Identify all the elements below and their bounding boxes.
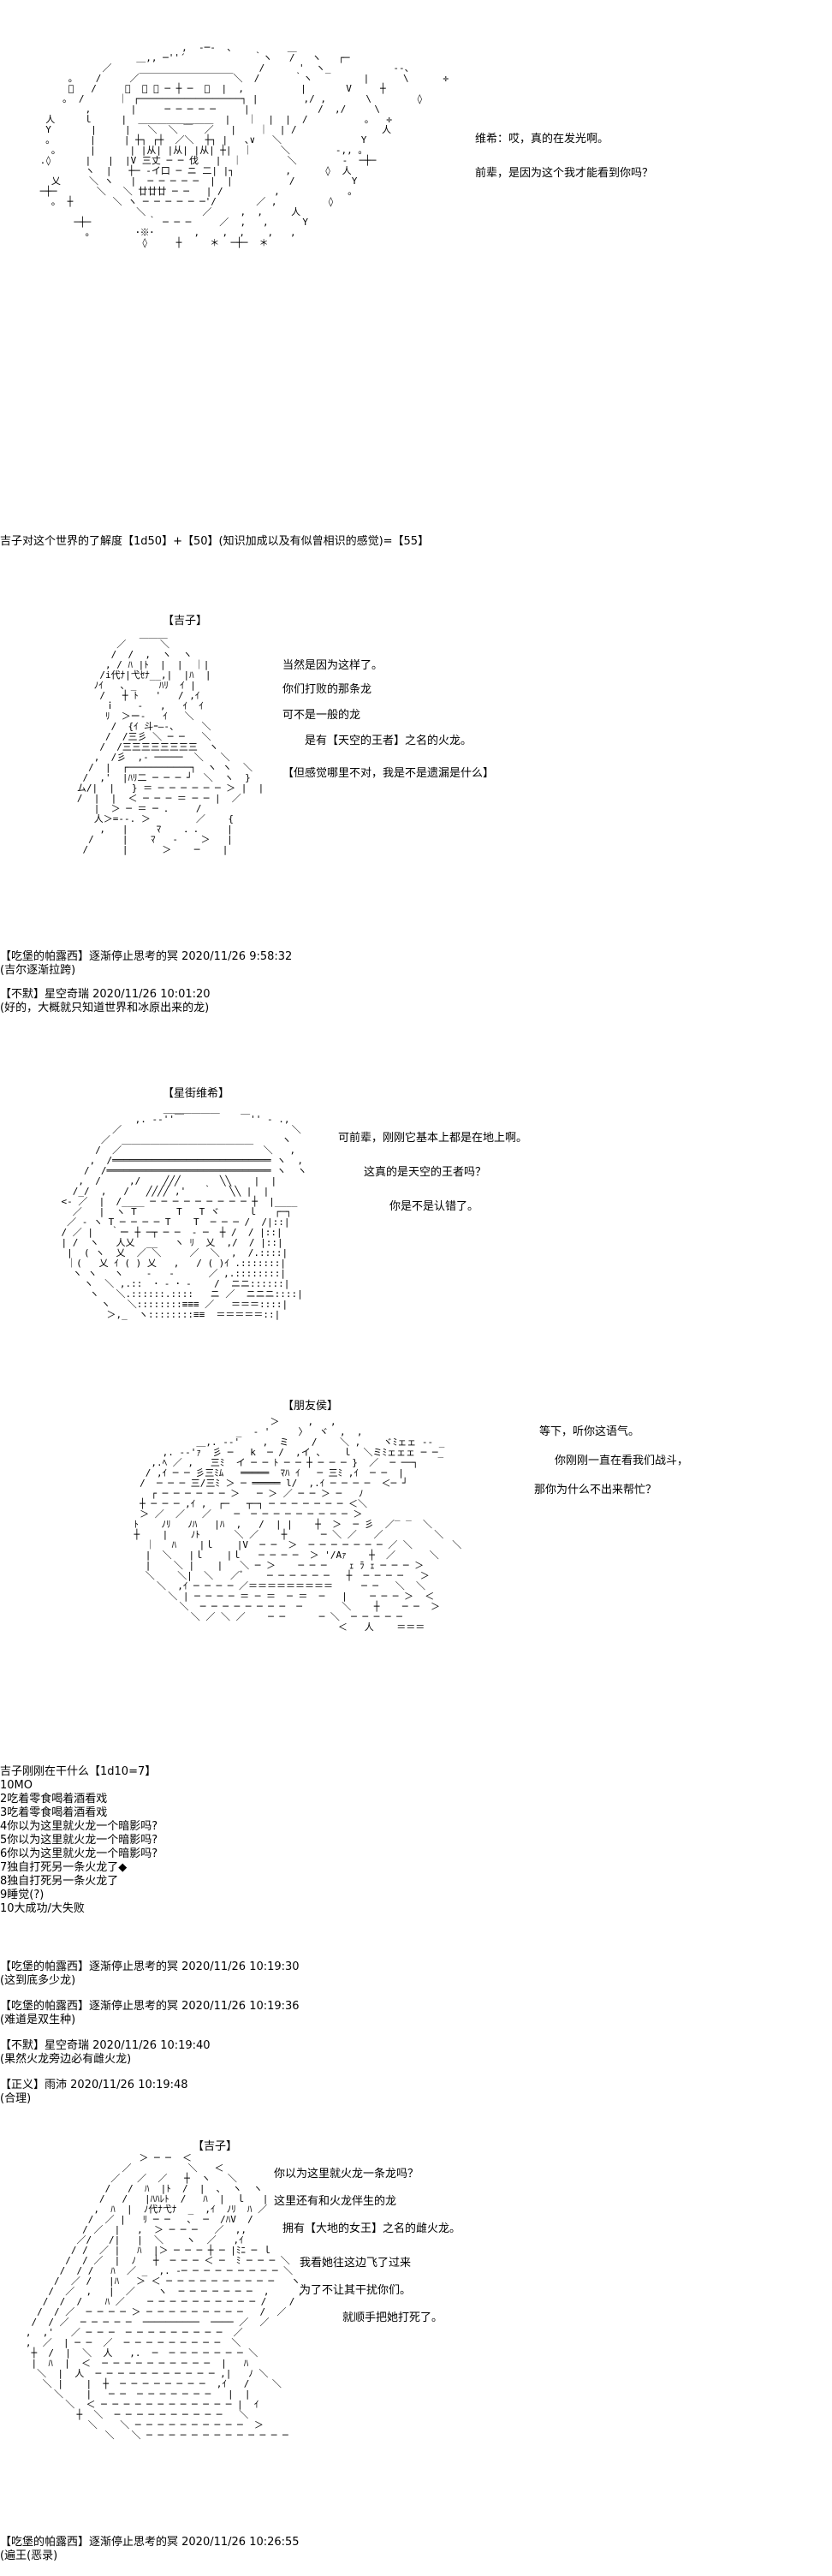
comment-text: (遍王(恶录)	[0, 2549, 58, 2562]
comment-text: (合理)	[0, 2092, 32, 2105]
comment-meta: 【吃堡的帕露西】逐渐停止思考的冥 2020/11/26 9:58:32	[0, 950, 293, 963]
dialog-line: 是有【天空的王者】之名的火龙。	[305, 735, 472, 747]
dialog-line: 等下，听你这语气。	[539, 1425, 640, 1438]
dialog-line: 【但感觉哪里不对，我是不是遗漏是什么】	[282, 767, 495, 780]
roll-option: 9睡觉(?)	[0, 1889, 45, 1901]
speaker-label: 【朋友侯】	[282, 1400, 339, 1413]
dialog-line: 你刚刚一直在看我们战斗，	[555, 1455, 689, 1467]
speaker-label: 【吉子】	[163, 615, 208, 628]
roll-option: 5你以为这里就火龙一个暗影吗?	[0, 1834, 158, 1847]
dialog-line: 为了不让其干扰你们。	[300, 2284, 412, 2297]
comment-meta: 【吃堡的帕露西】逐渐停止思考的冥 2020/11/26 10:19:30	[0, 1960, 300, 1973]
dialog-line: 那你为什么不出来帮忙？	[534, 1484, 657, 1496]
ascii-art-glowing-seal: , -─- 、 ＿ ＿,, ─''´ ｀ヽ / ヽ ┌─ ／ / ' ヽ_ ‐-…	[39, 42, 449, 248]
speaker-label: 【吉子】	[193, 2140, 238, 2153]
ascii-art-character: ＞ , , _ ‐ ' 〉 ヾ , , ＿,. -‐' , ミ / ＼ , ヾﾐ…	[134, 1416, 462, 1633]
dialog-line: 拥有【大地的女王】之名的雌火龙。	[282, 2222, 461, 2235]
comment-meta: 【不默】星空奇瑞 2020/11/26 10:19:40	[0, 2039, 211, 2052]
roll-option: 8独自打死另一条火龙了	[0, 1875, 119, 1888]
ascii-art-character: ＿＿＿＿＿＿ ,. -‐''￣ ￣'' ‐ ., ／ ＼ ／ ＿＿＿＿＿＿＿＿＿…	[61, 1104, 307, 1320]
roll-option: 10大成功/大失败	[0, 1902, 85, 1915]
comment-meta: 【不默】星空奇瑞 2020/11/26 10:01:20	[0, 988, 211, 1001]
roll-line: 吉子对这个世界的了解度【1d50】+【50】(知识加成以及有似曾相识的感觉)=【…	[0, 535, 430, 548]
dialog-line: 我看她往这边飞了过来	[300, 2257, 412, 2270]
dialog-line: 维希：哎，真的在发光啊。	[475, 133, 609, 146]
roll-title: 吉子刚刚在干什么【1d10=7】	[0, 1765, 157, 1778]
roll-option: 3吃着零食喝着酒看戏	[0, 1806, 108, 1819]
dialog-line: 你以为这里就火龙一条龙吗？	[274, 2168, 419, 2180]
ascii-art-character: ＿＿＿ ／ ＼ / / , ヽ ヽ , / ﾊ |ﾄ | | ｜| /i代ﾅ|弋…	[76, 628, 264, 855]
comment-text: (这到底多少龙)	[0, 1974, 76, 1987]
roll-option: 6你以为这里就火龙一个暗影吗?	[0, 1847, 158, 1860]
dialog-line: 当然是因为这样了。	[282, 659, 383, 672]
comment-text: (果然火龙旁边必有雌火龙)	[0, 2053, 132, 2066]
dialog-line: 可不是一般的龙	[282, 709, 361, 722]
roll-option: 4你以为这里就火龙一个暗影吗?	[0, 1820, 158, 1833]
comment-text: (吉尔逐渐拉跨)	[0, 964, 76, 977]
roll-option: 10MO	[0, 1779, 33, 1792]
dialog-line: 这真的是天空的王者吗？	[364, 1166, 487, 1179]
roll-option: 2吃着零食喝着酒看戏	[0, 1793, 108, 1806]
comment-meta: 【正义】雨沛 2020/11/26 10:19:48	[0, 2079, 188, 2091]
ascii-art-character: ＞ ─ ─ ＜ ／ ＼ ＜ ／ ／ ／ ┼ ヽ ＼ / / ﾊ |ﾄ / | ､…	[25, 2152, 304, 2441]
dialog-line: 你是不是认错了。	[389, 1200, 479, 1213]
dialog-line: 你们打败的那条龙	[282, 683, 372, 696]
dialog-line: 前辈，是因为这个我才能看到你吗？	[475, 167, 654, 180]
dialog-line: 就顺手把她打死了。	[342, 2311, 443, 2324]
comment-meta: 【吃堡的帕露西】逐渐停止思考的冥 2020/11/26 10:26:55	[0, 2536, 300, 2549]
comment-meta: 【吃堡的帕露西】逐渐停止思考的冥 2020/11/26 10:19:36	[0, 2000, 300, 2013]
dialog-line: 可前辈，刚刚它基本上都是在地上啊。	[338, 1132, 528, 1145]
comment-text: (难道是双生种)	[0, 2014, 76, 2026]
comment-text: (好的，大概就只知道世界和冰原出来的龙)	[0, 1002, 210, 1014]
dialog-line: 这里还有和火龙伴生的龙	[274, 2195, 397, 2208]
speaker-label: 【星街维希】	[163, 1087, 230, 1100]
roll-option: 7独自打死另一条火龙了◆	[0, 1861, 128, 1874]
